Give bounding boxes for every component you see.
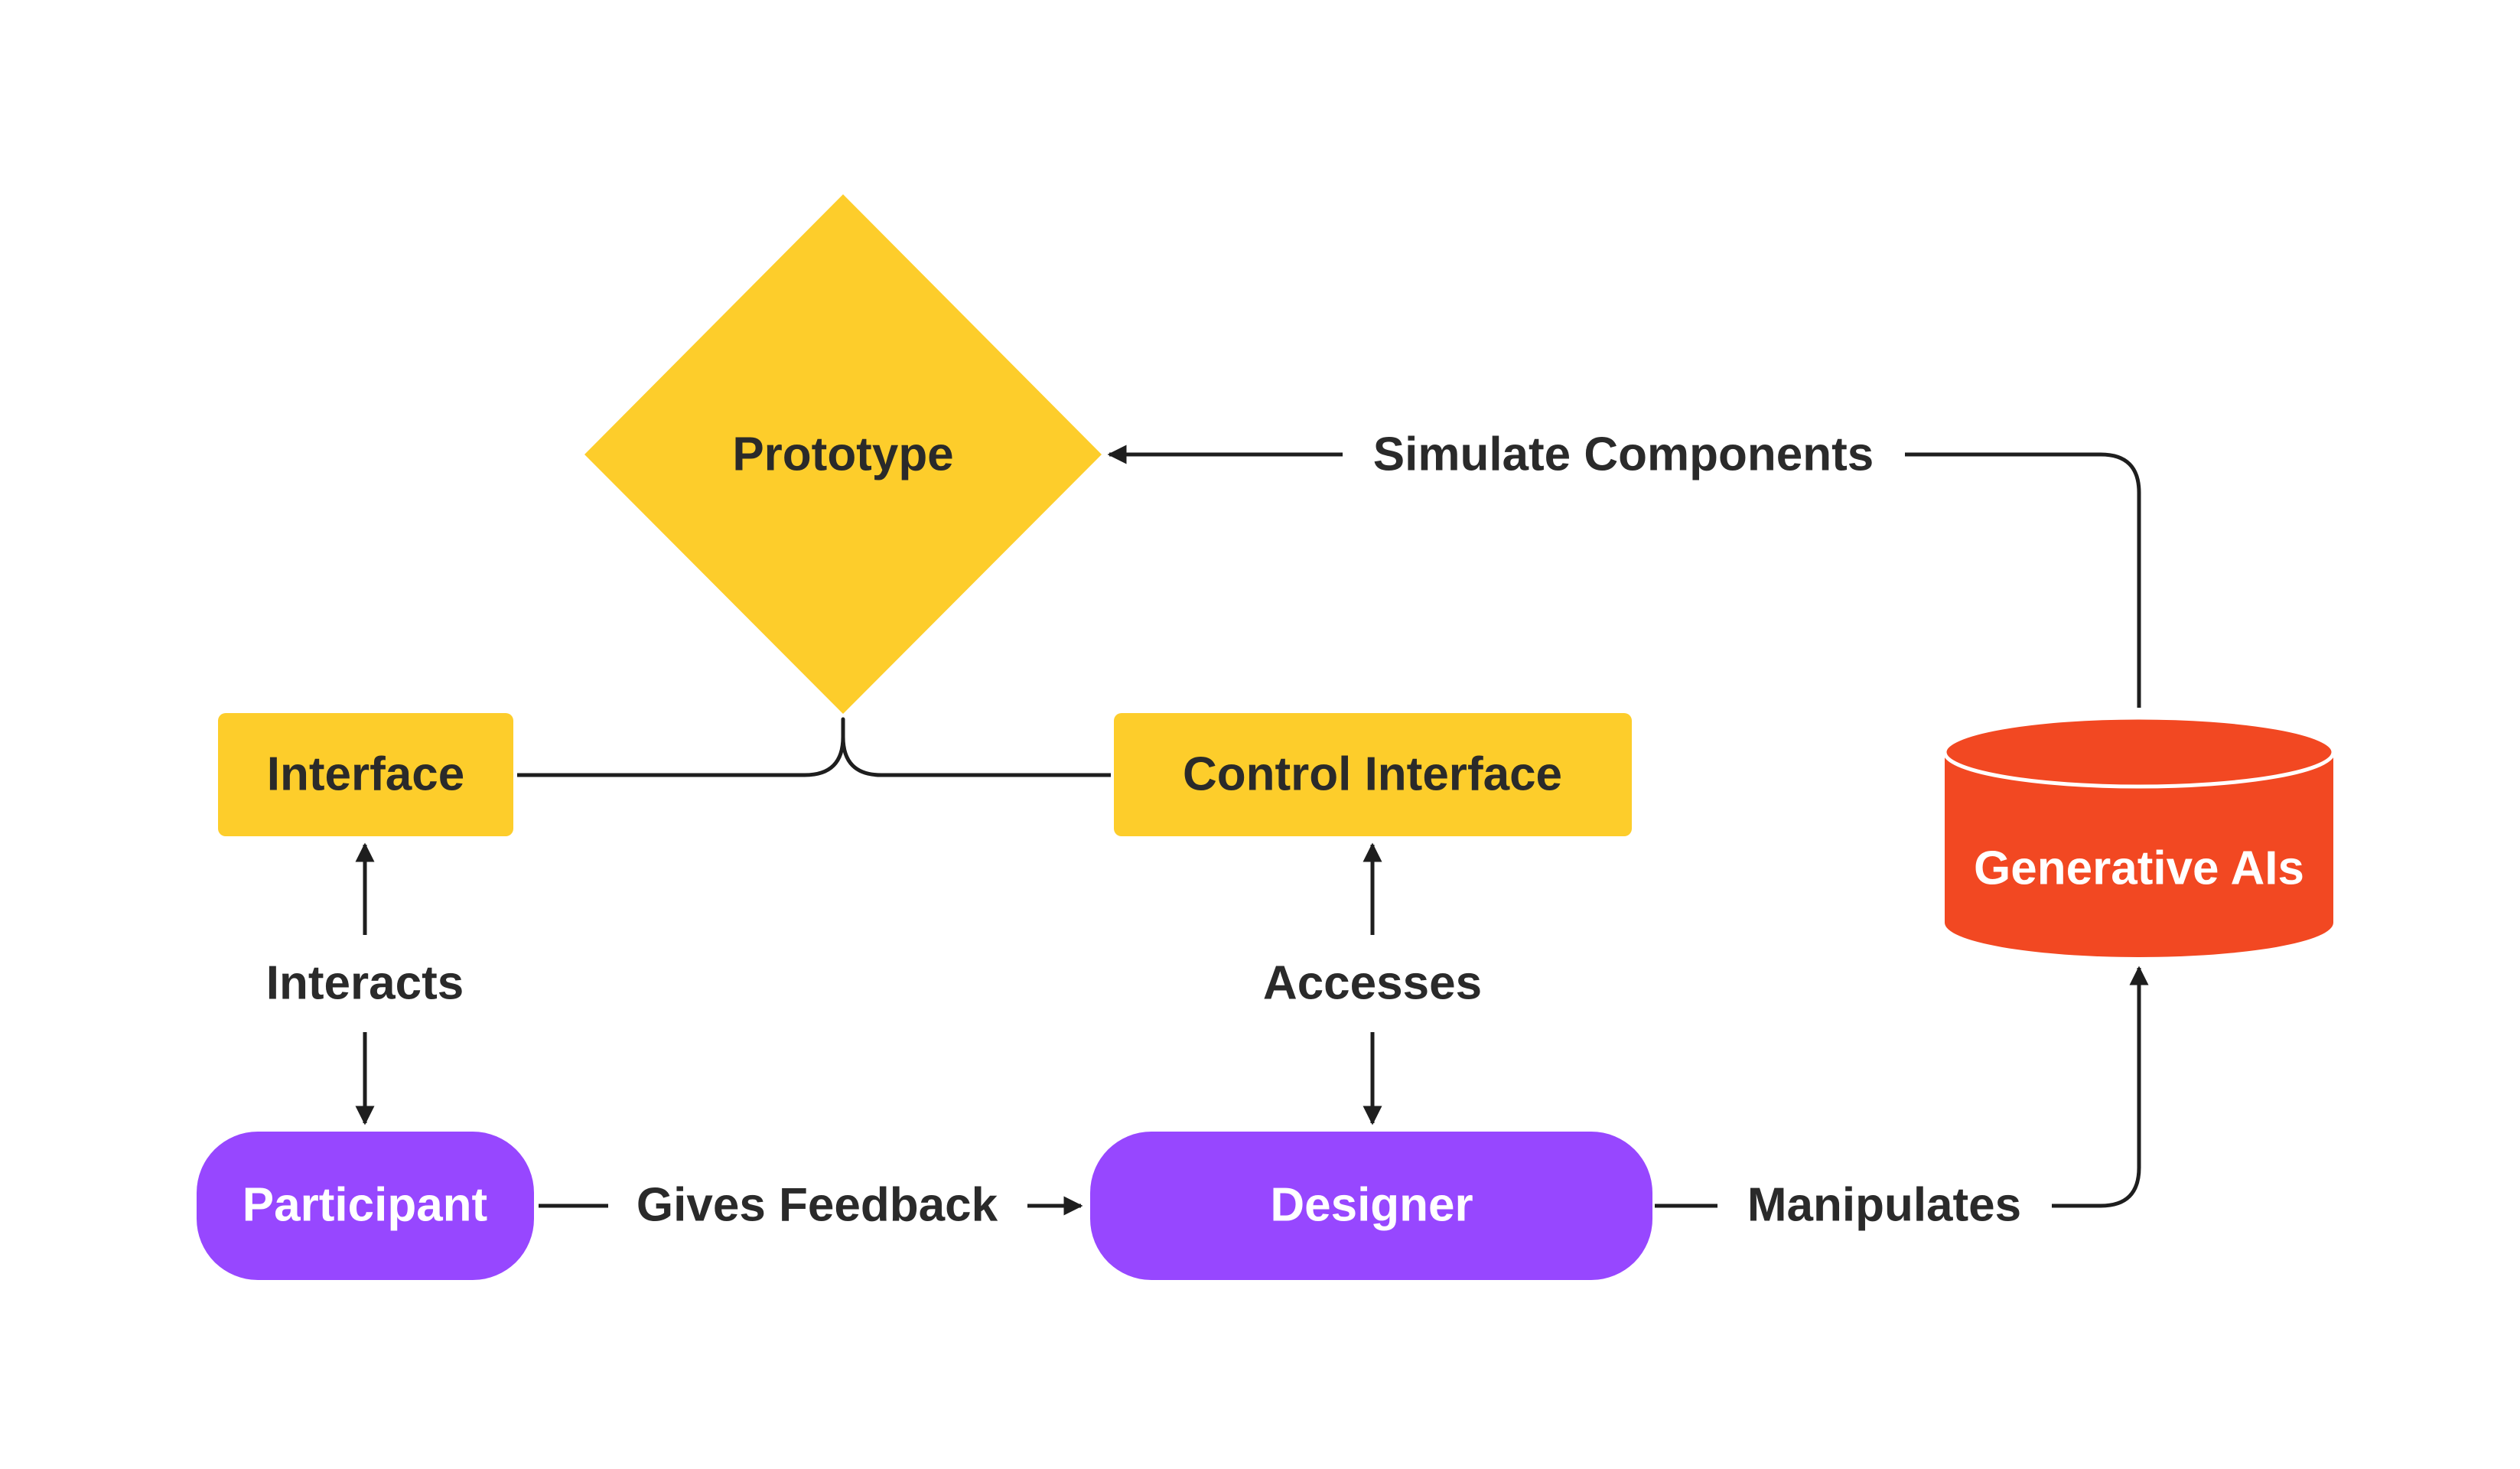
- designer-node[interactable]: Designer: [1090, 1132, 1652, 1280]
- participant-node[interactable]: Participant: [197, 1132, 534, 1280]
- edge-label-manipulates: Manipulates: [1747, 1178, 2021, 1231]
- generative-ais-node[interactable]: Generative AIs: [1942, 715, 2336, 957]
- control-interface-node[interactable]: Control Interface: [1114, 713, 1632, 836]
- manipulates-arrow: [2052, 966, 2149, 1208]
- prototype-diamond: [584, 194, 1102, 714]
- prototype-label: Prototype: [732, 428, 953, 480]
- edge-label-simulate-components: Simulate Components: [1373, 428, 1874, 480]
- edge-label-gives-feedback: Gives Feedback: [637, 1178, 998, 1231]
- interface-box: [218, 713, 513, 836]
- generative-ais-cylinder-top: [1942, 715, 2336, 789]
- generative-ais-label: Generative AIs: [1974, 842, 2304, 894]
- participant-pill: [197, 1132, 534, 1280]
- participant-label: Participant: [243, 1178, 487, 1231]
- edge-label-interacts: Interacts: [266, 956, 464, 1009]
- designer-label: Designer: [1270, 1178, 1473, 1231]
- interface-node[interactable]: Interface: [218, 713, 513, 836]
- designer-pill: [1090, 1132, 1652, 1280]
- simulate-components-line-right: [1905, 452, 2141, 708]
- interface-label: Interface: [267, 748, 464, 800]
- prototype-node[interactable]: Prototype: [584, 194, 1102, 714]
- prototype-brace-connector: [517, 717, 1111, 777]
- edge-label-accesses: Accesses: [1263, 956, 1482, 1009]
- control-interface-box: [1114, 713, 1632, 836]
- control-interface-label: Control Interface: [1183, 748, 1562, 800]
